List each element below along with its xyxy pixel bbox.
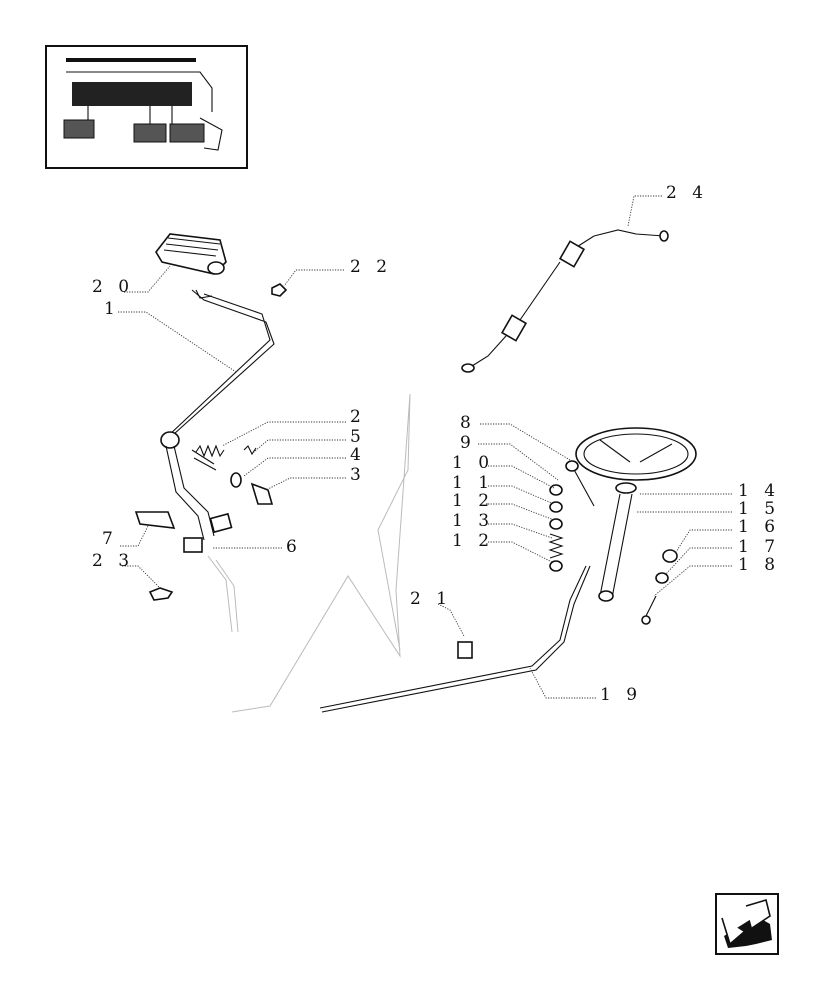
leader-lines — [118, 195, 732, 699]
callout-1: 1 — [104, 299, 120, 319]
callout-24: 2 4 — [666, 183, 708, 203]
callout-10: 1 0 — [452, 453, 494, 473]
lever-assembly — [319, 427, 697, 713]
callout-21: 2 1 — [410, 589, 452, 609]
callout-18: 1 8 — [738, 555, 780, 575]
callout-22: 2 2 — [350, 257, 392, 277]
callout-12-a: 1 2 — [452, 491, 494, 511]
throttle-cable — [461, 229, 669, 373]
callout-16: 1 6 — [738, 517, 780, 537]
callout-20: 2 0 — [92, 277, 134, 297]
callout-14: 1 4 — [738, 481, 780, 501]
callout-9: 9 — [460, 433, 476, 453]
callout-2: 2 — [350, 407, 366, 427]
callouts: 2 0 1 2 2 2 4 2 5 4 3 6 7 2 3 8 9 1 0 1 … — [92, 183, 780, 705]
background-outline — [207, 393, 411, 713]
callout-6: 6 — [286, 537, 302, 557]
callout-5: 5 — [350, 427, 366, 447]
callout-11: 1 1 — [452, 473, 494, 493]
callout-7: 7 — [102, 529, 118, 549]
callout-19: 1 9 — [600, 685, 642, 705]
callout-4: 4 — [350, 445, 366, 465]
tractor-pedals-thumbnail-icon[interactable] — [45, 45, 248, 169]
callout-3: 3 — [350, 465, 366, 485]
callout-8: 8 — [460, 413, 476, 433]
pedal-assembly — [134, 233, 288, 601]
callout-17: 1 7 — [738, 537, 780, 557]
callout-23: 2 3 — [92, 551, 134, 571]
callout-13: 1 3 — [452, 511, 494, 531]
callout-12-b: 1 2 — [452, 531, 494, 551]
callout-15: 1 5 — [738, 499, 780, 519]
return-arrow-icon[interactable] — [715, 893, 779, 955]
